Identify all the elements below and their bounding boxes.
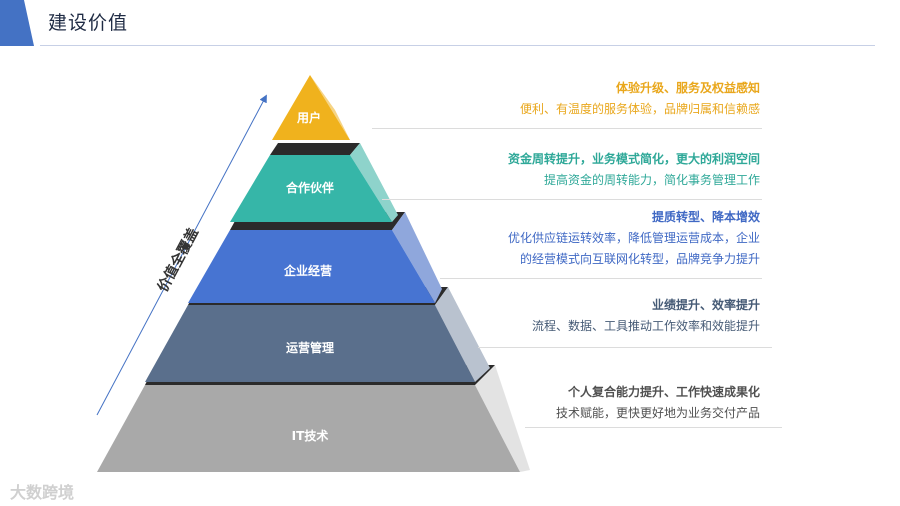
layer-label-enterprise: 企业经营	[283, 263, 332, 278]
header-accent-tab	[0, 0, 34, 46]
layer-label-user: 用户	[296, 110, 321, 125]
desc-headline-operation: 业绩提升、效率提升	[651, 298, 760, 312]
desc-headline-it: 个人复合能力提升、工作快速成果化	[567, 385, 760, 399]
desc-detail-partner: 提高资金的周转能力，简化事务管理工作	[543, 173, 760, 187]
desc-detail-enterprise-1: 优化供应链运转效率，降低管理运营成本，企业	[507, 231, 760, 245]
pyramid-layer-partner: 合作伙伴	[230, 143, 398, 222]
layer-desc-partner: 资金周转提升，业务模式简化，更大的利润空间 提高资金的周转能力，简化事务管理工作	[508, 149, 760, 191]
desc-headline-user: 体验升级、服务及权益感知	[615, 81, 760, 95]
desc-headline-partner: 资金周转提升，业务模式简化，更大的利润空间	[507, 152, 760, 166]
layer-label-it: IT技术	[292, 428, 329, 443]
pyramid-layer-user: 用户	[272, 75, 350, 140]
page-title: 建设价值	[48, 12, 129, 34]
layer-desc-enterprise: 提质转型、降本增效 优化供应链运转效率，降低管理运营成本，企业 的经营模式向互联…	[508, 207, 760, 270]
desc-divider-enterprise	[440, 278, 762, 279]
layer-desc-user: 体验升级、服务及权益感知 便利、有温度的服务体验，品牌归属和信赖感	[520, 78, 760, 120]
header-divider	[40, 45, 875, 46]
desc-detail-it: 技术赋能，更快更好地为业务交付产品	[555, 406, 760, 420]
desc-detail-user: 便利、有温度的服务体验，品牌归属和信赖感	[519, 102, 760, 116]
layer-label-operation: 运营管理	[286, 340, 334, 355]
layer-desc-it: 个人复合能力提升、工作快速成果化 技术赋能，更快更好地为业务交付产品	[556, 382, 760, 424]
desc-headline-enterprise: 提质转型、降本增效	[651, 210, 760, 224]
desc-divider-it	[525, 427, 782, 428]
pyramid-layer-enterprise: 企业经营	[188, 212, 442, 303]
desc-divider-partner	[382, 199, 762, 200]
value-coverage-arrow	[96, 94, 267, 416]
watermark: 大数跨境	[10, 483, 75, 502]
desc-detail-operation: 流程、数据、工具推动工作效率和效能提升	[531, 319, 760, 333]
layer-desc-operation: 业绩提升、效率提升 流程、数据、工具推动工作效率和效能提升	[532, 295, 760, 337]
desc-divider-user	[372, 128, 762, 129]
side-label: 价值全覆盖	[154, 225, 202, 295]
desc-detail-enterprise-2: 的经营模式向互联网化转型，品牌竞争力提升	[519, 252, 760, 266]
desc-divider-operation	[478, 347, 772, 348]
layer-label-partner: 合作伙伴	[286, 180, 334, 195]
